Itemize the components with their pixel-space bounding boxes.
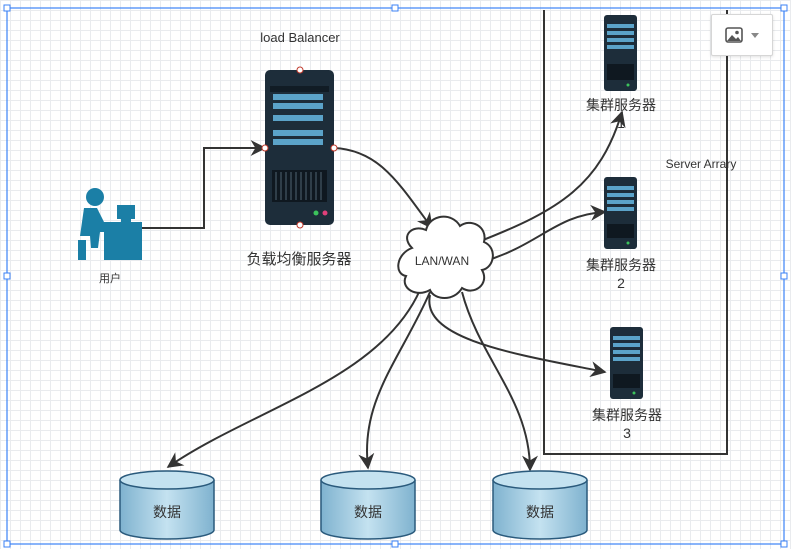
database-2-icon[interactable]: [320, 470, 416, 540]
network-label: LAN/WAN: [414, 254, 470, 268]
database-3-label: 数据: [526, 504, 554, 520]
connector-network-to-db2: [358, 291, 431, 470]
connector-network-to-server2: [481, 204, 607, 263]
selection-handles[interactable]: [3, 4, 788, 548]
server-array-label: Server Arrary: [665, 157, 737, 171]
database-3-icon[interactable]: [492, 470, 588, 540]
load-balancer-label: 负载均衡服务器: [246, 251, 352, 268]
image-icon: [725, 27, 743, 43]
connector-user-to-lb: [142, 140, 267, 229]
cluster-server-3-icon[interactable]: [610, 327, 643, 399]
image-options-button[interactable]: [711, 14, 773, 56]
database-1-label: 数据: [153, 504, 181, 520]
load-balancer-caption: load Balancer: [260, 30, 340, 45]
connectors[interactable]: [142, 110, 626, 472]
connector-network-to-db1: [166, 289, 421, 468]
user-label: 用户: [99, 273, 121, 285]
cluster-server-2-label: 集群服务器2: [586, 257, 656, 291]
connector-network-to-server1: [477, 110, 626, 243]
database-1-icon[interactable]: [119, 470, 215, 540]
cluster-server-3-label: 集群服务器3: [592, 407, 662, 441]
connector-network-to-server3: [428, 294, 607, 378]
connector-lb-to-network: [333, 147, 433, 230]
user-icon[interactable]: [78, 188, 142, 260]
cluster-server-1-icon[interactable]: [604, 15, 637, 91]
network-cloud-icon[interactable]: [397, 215, 494, 299]
server-array-container[interactable]: [543, 10, 728, 455]
load-balancer-server-icon[interactable]: [261, 66, 338, 229]
connector-network-to-db3: [461, 291, 538, 472]
cluster-server-1-label: 集群服务器1: [586, 97, 656, 131]
database-2-label: 数据: [354, 504, 382, 520]
cluster-server-2-icon[interactable]: [604, 177, 637, 249]
chevron-down-icon: [751, 32, 759, 38]
